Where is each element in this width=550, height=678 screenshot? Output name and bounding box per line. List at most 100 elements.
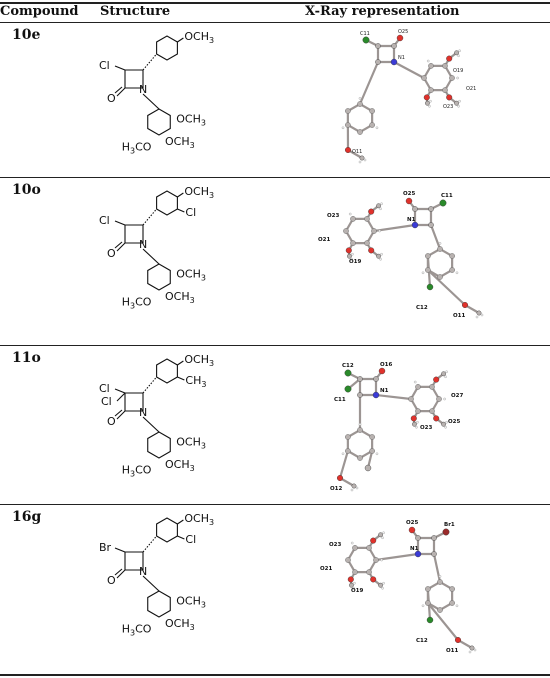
atom-label: C11 <box>360 31 370 37</box>
oxygen-label: O <box>107 574 116 587</box>
stereo-bond <box>142 376 158 394</box>
oxygen-atom <box>396 34 404 42</box>
oxygen-atom <box>446 55 453 62</box>
row-rule-1 <box>0 177 550 178</box>
meta-atom <box>426 283 434 291</box>
hydrogen-atom <box>458 99 461 103</box>
carbon-atom <box>351 483 357 489</box>
carbon-atom <box>429 384 435 390</box>
row-rule-2 <box>0 345 550 346</box>
n-aryl-substituent-bottom: H3CO <box>122 464 152 479</box>
carbon-atom <box>345 434 351 440</box>
carbon-atom <box>428 222 434 228</box>
hydrogen-atom <box>382 581 385 585</box>
halogen-atom <box>362 36 370 44</box>
carbon-atom <box>350 240 356 246</box>
atom-label: O23 <box>327 213 340 219</box>
atom-label: N1 <box>380 388 389 394</box>
halogen-atom <box>442 528 450 536</box>
compound-id: 16g <box>12 509 42 525</box>
aryl-ring-top <box>156 517 178 543</box>
carbon-atom <box>352 569 358 575</box>
carbon-atom <box>369 448 375 454</box>
hydrogen-atom <box>379 207 382 211</box>
hydrogen-atom <box>341 126 345 130</box>
stereo-bond <box>142 53 158 71</box>
hydrogen-atom <box>421 271 425 275</box>
n-aryl-substituent-top: OCH3 <box>176 595 206 610</box>
bottom-rule <box>0 674 550 676</box>
nitrogen-atom <box>372 391 380 399</box>
hydrogen-atom <box>455 604 459 608</box>
oxygen-label: O <box>107 92 116 105</box>
halogen-bond <box>114 220 126 226</box>
atom-label: O16 <box>380 362 393 368</box>
xray-aryl-ring <box>346 428 374 460</box>
lactam-ring <box>124 69 144 89</box>
xray-lactam <box>358 377 378 397</box>
ring-substituent: Cl <box>99 59 110 72</box>
hydrogen-atom <box>350 257 353 261</box>
atom-label: C12 <box>342 363 354 369</box>
n-aryl-substituent-top: OCH3 <box>176 436 206 451</box>
carbon-atom <box>357 455 363 461</box>
carbon-atom <box>454 100 459 106</box>
halogen-atom <box>344 385 352 393</box>
row-rule-3 <box>0 504 550 505</box>
carbon-atom <box>469 645 475 651</box>
carbon-atom <box>373 376 379 382</box>
hydrogen-atom <box>382 531 385 535</box>
atom-label: O11 <box>453 313 466 319</box>
lactam-ring <box>124 392 144 412</box>
carbon-atom <box>431 535 437 541</box>
stereo-bond <box>142 208 158 226</box>
hydrogen-atom <box>380 558 383 562</box>
hydrogen-atom <box>443 397 446 401</box>
carbon-atom <box>415 384 421 390</box>
carbon-atom <box>357 129 363 135</box>
hydrogen-atom <box>358 160 362 164</box>
carbon-atom <box>428 87 434 93</box>
oxygen-atom <box>433 415 440 422</box>
compound-id: 11o <box>12 350 41 366</box>
carbon-atom <box>441 371 446 377</box>
header-compound: Compound <box>0 4 79 19</box>
carbon-atom <box>345 557 351 563</box>
atom-label: N1 <box>407 217 416 223</box>
atom-label: O23 <box>420 425 433 431</box>
carbon-atom <box>371 228 377 234</box>
carbon-atom <box>352 545 358 551</box>
hydrogen-atom <box>363 158 367 162</box>
ring-substituent: Cl <box>99 382 110 395</box>
oxygen-atom <box>378 367 386 375</box>
hydrogen-atom <box>456 76 459 80</box>
carbon-atom <box>415 408 421 414</box>
hydrogen-atom <box>378 229 381 233</box>
carbon-atom <box>454 50 459 56</box>
bond <box>392 60 426 80</box>
n-aryl-bond <box>142 248 160 265</box>
n-aryl-substituent-bottom: H3CO <box>122 141 152 156</box>
para-bond <box>177 192 184 198</box>
carbon-atom <box>412 206 418 212</box>
hydrogen-atom <box>381 586 384 590</box>
hydrogen-atom <box>475 315 479 319</box>
halogen-atom <box>344 369 352 377</box>
meta-atom <box>364 464 372 472</box>
atom-label: C12 <box>416 305 428 311</box>
carbon-atom <box>347 253 352 259</box>
carbonyl-bond <box>116 242 126 252</box>
carbon-atom <box>345 122 351 128</box>
carbonyl-bond <box>116 87 126 97</box>
oxygen-atom <box>370 537 377 544</box>
bond <box>432 552 442 584</box>
compound-id: 10o <box>12 182 41 198</box>
carbonyl-bond <box>116 569 126 579</box>
para-substituent: OCH3 <box>184 30 214 45</box>
